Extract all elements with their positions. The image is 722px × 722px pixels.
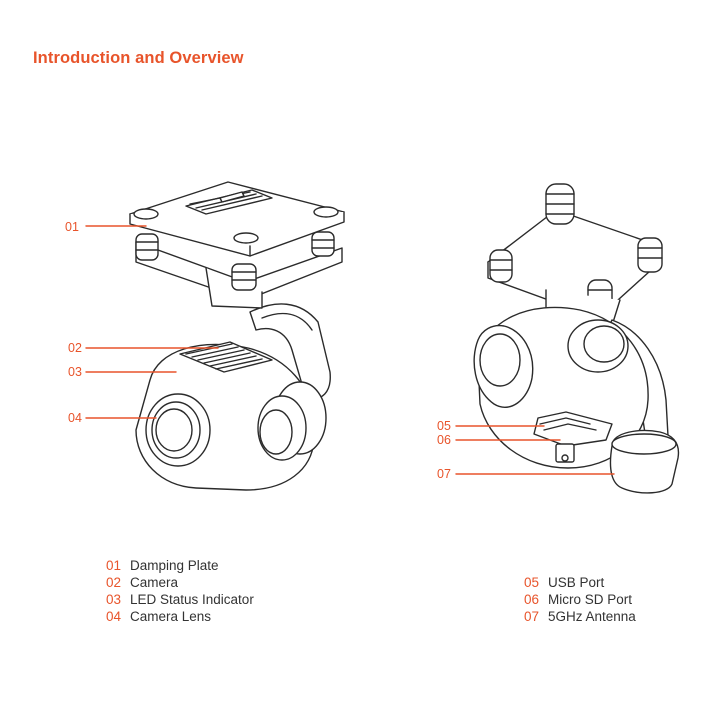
callout-07: 07 (437, 467, 451, 481)
callout-02: 02 (68, 341, 82, 355)
callout-06: 06 (437, 433, 451, 447)
callout-01: 01 (65, 220, 79, 234)
callout-leader-lines (85, 225, 615, 475)
legend-label: LED Status Indicator (130, 592, 254, 607)
legend-label: Micro SD Port (548, 592, 633, 607)
legend-number: 01 (106, 558, 122, 573)
legend-item: 04 Camera Lens (106, 608, 254, 625)
legend-left: 01 Damping Plate 02 Camera 03 LED Status In… (106, 557, 254, 625)
legend-item: 02 Camera (106, 574, 254, 591)
front-view-drawing (129, 181, 345, 491)
legend-right: 05 USB Port 06 Micro SD Port 07 5GHz Antenn… (524, 574, 636, 625)
legend-label: 5GHz Antenna (548, 609, 636, 624)
legend-number: 02 (106, 575, 122, 590)
legend-item: 01 Damping Plate (106, 557, 254, 574)
rear-view-drawing (473, 183, 680, 494)
legend-label: USB Port (548, 575, 605, 590)
legend-item: 03 LED Status Indicator (106, 591, 254, 608)
page-title: Introduction and Overview (33, 49, 244, 67)
legend-item: 07 5GHz Antenna (524, 608, 636, 625)
callout-05: 05 (437, 419, 451, 433)
legend-label: Damping Plate (130, 558, 219, 573)
legend-number: 07 (524, 609, 540, 624)
legend-number: 04 (106, 609, 122, 624)
callout-04: 04 (68, 411, 82, 425)
legend-item: 05 USB Port (524, 574, 636, 591)
legend-number: 06 (524, 592, 540, 607)
callout-03: 03 (68, 365, 82, 379)
legend-number: 05 (524, 575, 540, 590)
legend-label: Camera (130, 575, 179, 590)
legend-label: Camera Lens (130, 609, 212, 624)
legend-number: 03 (106, 592, 122, 607)
legend-item: 06 Micro SD Port (524, 591, 636, 608)
